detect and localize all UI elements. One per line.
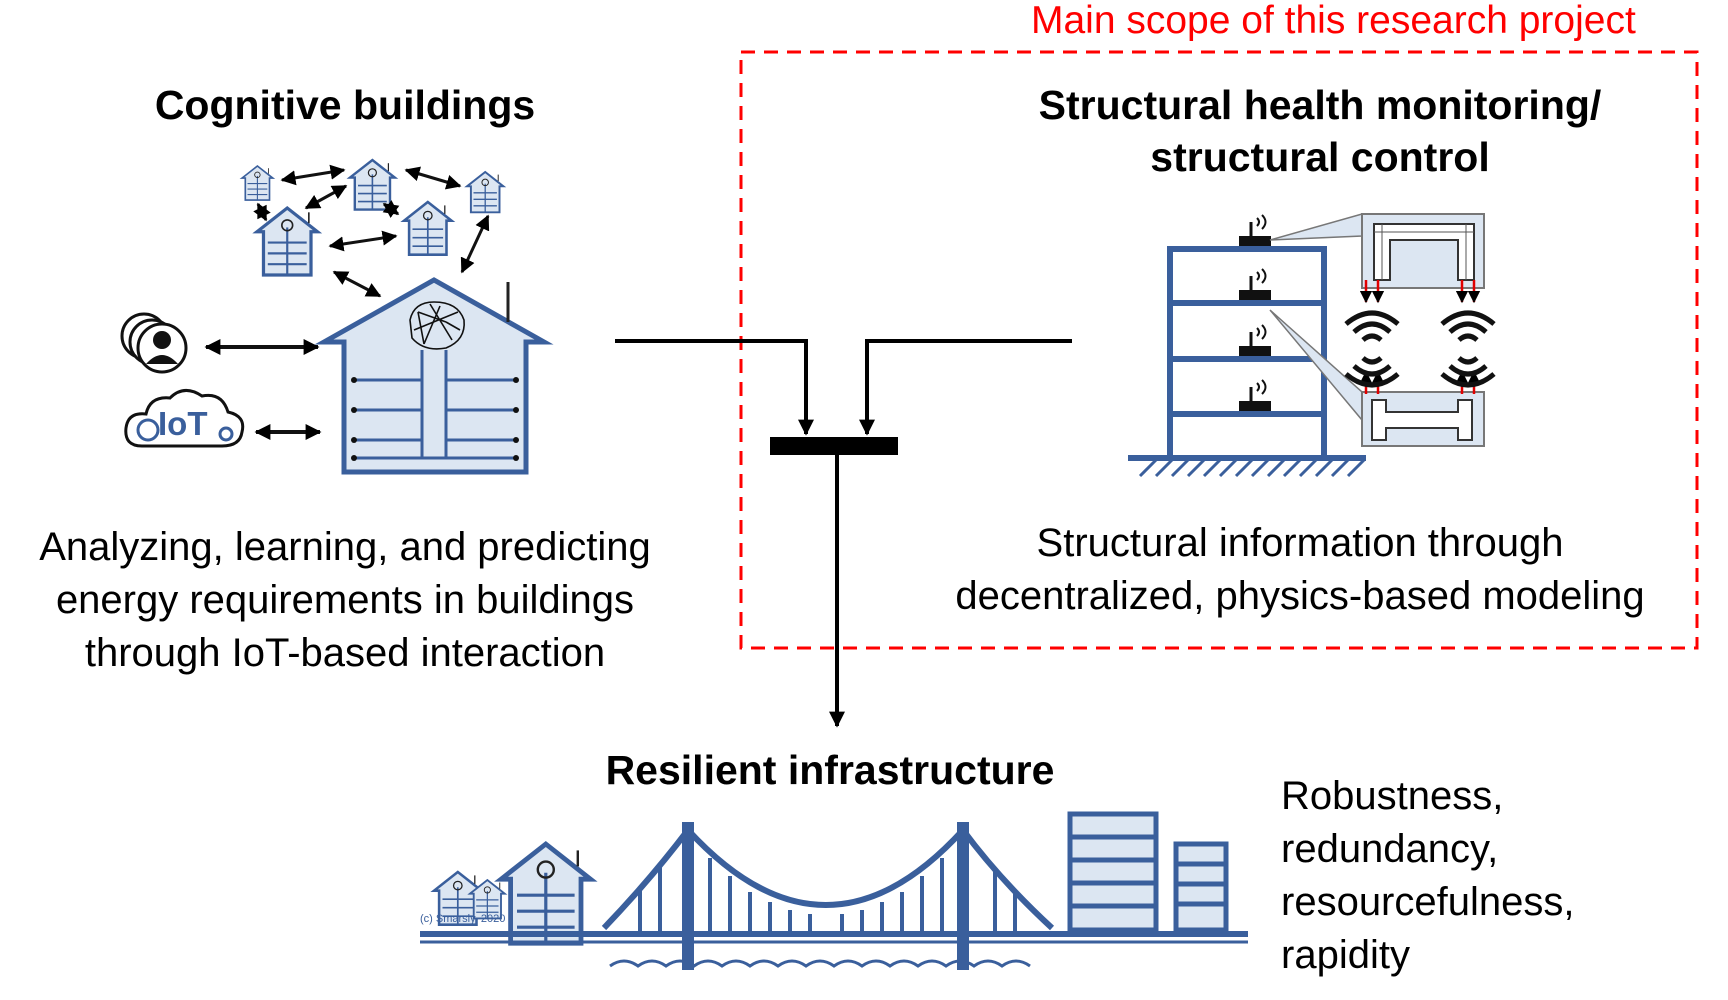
infrastructure-skyline xyxy=(420,811,1248,970)
resilience-property-4: rapidity xyxy=(1281,933,1410,977)
iot-cloud-icon xyxy=(124,389,245,448)
merge-bar xyxy=(770,437,898,455)
wireless-icon xyxy=(1346,313,1398,340)
callout-bottom-structure xyxy=(1269,309,1485,447)
iot-label: IoT xyxy=(158,405,208,442)
wireless-icon xyxy=(1442,313,1494,340)
research-scope-label: Main scope of this research project xyxy=(1031,0,1636,42)
callout-top-structure xyxy=(1269,213,1485,289)
small-house-network xyxy=(241,158,505,298)
shm-title-line2: structural control xyxy=(1150,134,1490,180)
cognitive-description-line1: Analyzing, learning, and predicting xyxy=(39,525,651,569)
wireless-icon xyxy=(1346,358,1398,385)
resilience-property-3: resourcefulness, xyxy=(1281,880,1575,924)
resilience-property-1: Robustness, xyxy=(1281,774,1504,818)
shm-building xyxy=(1128,213,1366,478)
shm-description-line1: Structural information through xyxy=(1036,521,1564,565)
brain-network-icon xyxy=(409,301,465,350)
wireless-icon xyxy=(1442,358,1494,385)
shm-description-line2: decentralized, physics-based modeling xyxy=(955,574,1645,618)
shm-title-line1: Structural health monitoring/ xyxy=(1038,82,1602,128)
signal-arrows xyxy=(1359,280,1481,394)
merge-connector xyxy=(615,339,1072,728)
cognitive-buildings-title: Cognitive buildings xyxy=(154,82,536,128)
cognitive-description-line2: energy requirements in buildings xyxy=(55,578,635,622)
user-avatar-icon xyxy=(120,312,188,374)
copyright-label: (c) Smarsly, 2020 xyxy=(420,913,506,925)
research-scope-box xyxy=(739,50,1699,650)
resilience-property-2: redundancy, xyxy=(1281,827,1499,871)
cognitive-description-line3: through IoT-based interaction xyxy=(84,631,606,675)
resilient-infrastructure-title: Resilient infrastructure xyxy=(605,747,1055,793)
sensor-node-icon xyxy=(1237,213,1273,248)
cognitive-main-house xyxy=(314,277,554,475)
